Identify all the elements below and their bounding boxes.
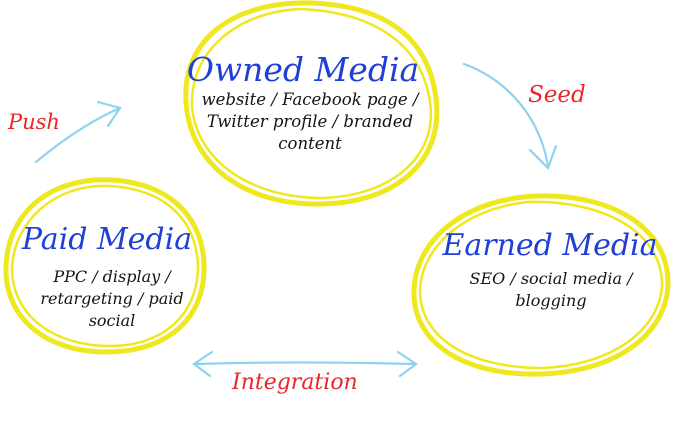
paid-media-title: Paid Media [21, 222, 193, 257]
earned-media-circle [411, 193, 671, 377]
owned-media-title: Owned Media [186, 50, 420, 89]
integration-label: Integration [232, 370, 358, 395]
push-arrow [34, 100, 122, 164]
seed-arrow [462, 62, 558, 170]
paid-media-description: PPC / display / retargeting / paid socia… [40, 267, 184, 330]
seed-label: Seed [528, 82, 586, 108]
earned-media-description: SEO / social media / blogging [469, 269, 633, 310]
push-label: Push [8, 110, 60, 134]
owned-media-description: website / Facebook page / Twitter profil… [201, 90, 419, 153]
integration-arrow [192, 350, 418, 378]
owned-media-circle [183, 0, 440, 207]
paid-media-circle [3, 177, 207, 355]
earned-media-title: Earned Media [442, 228, 658, 263]
